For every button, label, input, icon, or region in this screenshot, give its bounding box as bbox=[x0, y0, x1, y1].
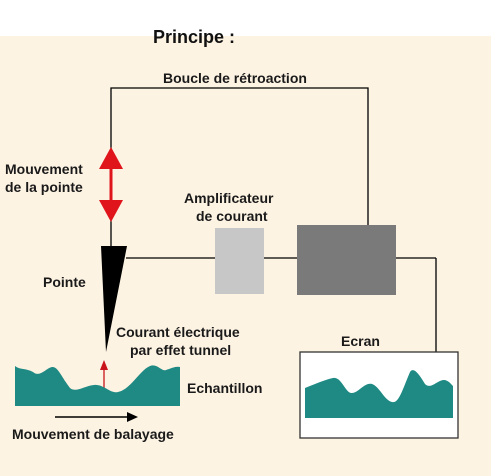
scan-movement-label: Mouvement de balayage bbox=[12, 426, 174, 442]
tunnel-current-label-line2: par effet tunnel bbox=[130, 342, 232, 358]
tip bbox=[101, 246, 127, 352]
current-amplifier bbox=[215, 228, 264, 294]
tip-movement-label-line2: de la pointe bbox=[5, 179, 83, 195]
tip-movement-label-line1: Mouvement bbox=[5, 161, 83, 177]
amplifier-label-line2: de courant bbox=[196, 208, 268, 224]
processing-unit bbox=[297, 225, 396, 295]
tunnel-current-label-line1: Courant électrique bbox=[116, 324, 240, 340]
tip-label: Pointe bbox=[43, 274, 86, 290]
scan-movement-arrow bbox=[55, 412, 138, 422]
diagram-title: Principe : bbox=[153, 27, 236, 47]
amplifier-label-line1: Amplificateur bbox=[184, 190, 274, 206]
tunnel-current-arrow bbox=[100, 360, 108, 388]
sample-label: Echantillon bbox=[187, 380, 263, 396]
sample bbox=[15, 365, 180, 406]
feedback-loop-label: Boucle de rétroaction bbox=[163, 70, 307, 86]
screen-label: Ecran bbox=[341, 333, 380, 349]
screen-profile bbox=[305, 370, 453, 418]
tip-movement-arrow bbox=[99, 147, 123, 222]
